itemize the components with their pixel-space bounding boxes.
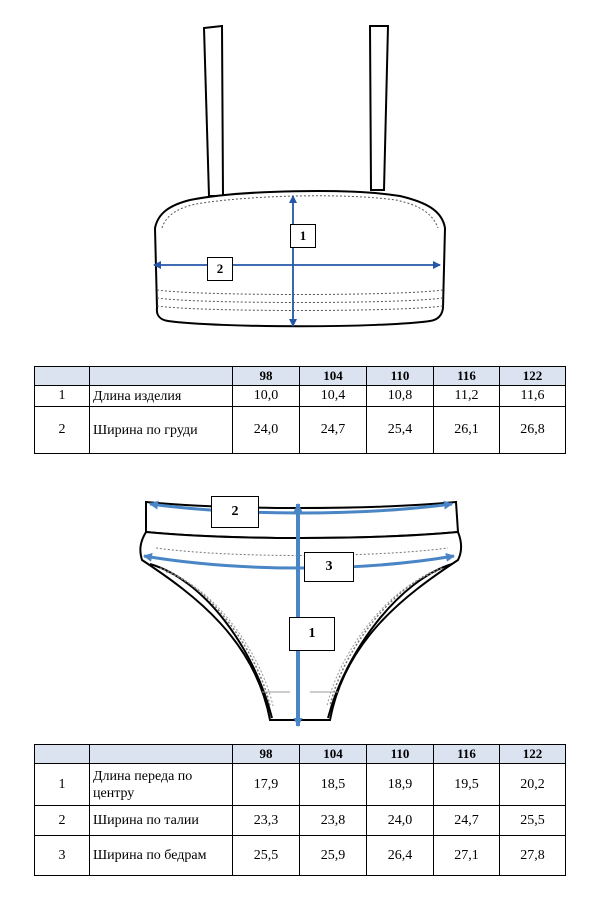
header-size: 98 [232,744,300,764]
row-value: 11,2 [433,385,500,407]
row-value: 25,4 [366,406,434,454]
table-row: 1 Длина переда по центру 17,9 18,5 18,9 … [34,763,566,806]
row-value: 24,7 [433,805,500,836]
measure-label-2: 2 [207,257,233,281]
bra-top-drawing [153,24,447,328]
row-name: Ширина по талии [89,805,233,836]
header-cell [34,744,90,764]
row-value: 23,8 [299,805,367,836]
measure-label-3: 3 [304,552,354,582]
measure-label-1: 1 [290,224,316,248]
row-name: Ширина по груди [89,406,233,454]
row-value: 18,5 [299,763,367,806]
header-cell [34,366,90,386]
row-value: 17,9 [232,763,300,806]
bra-body [153,190,447,328]
row-value: 26,8 [499,406,566,454]
header-size: 116 [433,744,500,764]
row-value: 10,8 [366,385,434,407]
row-number: 1 [34,763,90,806]
row-value: 11,6 [499,385,566,407]
row-number: 1 [34,385,90,407]
row-value: 24,0 [232,406,300,454]
table-row: 3 Ширина по бедрам 25,5 25,9 26,4 27,1 2… [34,835,566,876]
bottom-size-table: 98 104 110 116 122 1 Длина переда по цен… [34,744,566,876]
row-value: 20,2 [499,763,566,806]
measure-label-1: 1 [289,617,335,651]
header-size: 122 [499,366,566,386]
strap-right [368,25,390,191]
row-value: 25,5 [232,835,300,876]
row-value: 26,1 [433,406,500,454]
header-size: 122 [499,744,566,764]
table-row: 2 Ширина по груди 24,0 24,7 25,4 26,1 26… [34,406,566,454]
row-value: 25,9 [299,835,367,876]
measure-arrow-waist [149,500,453,515]
row-number: 3 [34,835,90,876]
row-value: 27,8 [499,835,566,876]
row-number: 2 [34,406,90,454]
row-name: Длина изделия [89,385,233,407]
header-size: 110 [366,366,434,386]
row-value: 24,0 [366,805,434,836]
row-name: Длина переда по центру [89,763,233,806]
header-size: 116 [433,366,500,386]
table-header-row: 98 104 110 116 122 [34,366,566,386]
header-cell [89,366,233,386]
row-value: 19,5 [433,763,500,806]
header-size: 98 [232,366,300,386]
header-cell [89,744,233,764]
header-size: 104 [299,744,367,764]
briefs-drawing [139,500,462,727]
row-value: 25,5 [499,805,566,836]
measure-label-2: 2 [211,496,259,528]
row-number: 2 [34,805,90,836]
row-value: 10,4 [299,385,367,407]
row-value: 27,1 [433,835,500,876]
header-size: 104 [299,366,367,386]
row-value: 26,4 [366,835,434,876]
table-header-row: 98 104 110 116 122 [34,744,566,764]
row-value: 24,7 [299,406,367,454]
table-row: 1 Длина изделия 10,0 10,4 10,8 11,2 11,6 [34,385,566,407]
header-size: 110 [366,744,434,764]
row-name: Ширина по бедрам [89,835,233,876]
top-size-table: 98 104 110 116 122 1 Длина изделия 10,0 … [34,366,566,454]
measure-arrow-hips [143,552,455,570]
row-value: 10,0 [232,385,300,407]
strap-left [202,24,225,197]
briefs-body [139,500,462,721]
row-value: 18,9 [366,763,434,806]
table-row: 2 Ширина по талии 23,3 23,8 24,0 24,7 25… [34,805,566,836]
row-value: 23,3 [232,805,300,836]
